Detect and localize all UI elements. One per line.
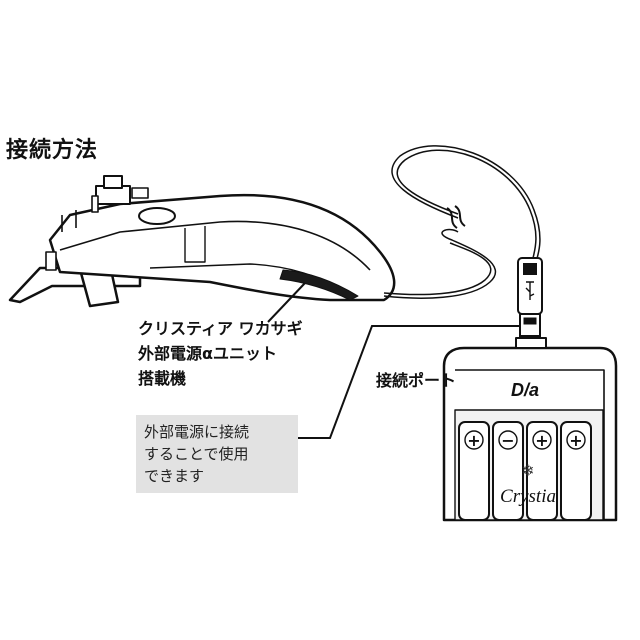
battery-cell-1 (458, 421, 490, 521)
snowflake-icon: ❄ (521, 461, 534, 480)
battery-cell-3 (526, 421, 558, 521)
reel-label: クリスティア ワカサギ 外部電源αユニット 搭載機 (138, 316, 303, 391)
cell-symbol-2: − (501, 431, 514, 450)
cell-symbol-1: + (467, 431, 480, 450)
battery-cell-4 (560, 421, 592, 521)
callout-line: 外部電源に接続 (144, 423, 250, 441)
reel-label-line: 外部電源αユニット (138, 344, 277, 363)
port-label: 接続ポート (376, 371, 457, 390)
reel-label-line: 搭載機 (138, 369, 187, 388)
callout-line: できます (144, 467, 205, 485)
reel-label-line: クリスティア ワカサギ (138, 319, 303, 338)
callout-line: することで使用 (144, 445, 249, 463)
battery-box: + − + + ❄ Crystia D/a (442, 337, 618, 522)
cell-symbol-3: + (535, 431, 548, 450)
daiwa-logo: D/a (511, 380, 539, 400)
battery-cell-2 (492, 421, 524, 521)
reel-body (45, 175, 396, 302)
page-title: 接続方法 (6, 138, 99, 163)
usb-cable (383, 145, 541, 299)
svg-text:D/a: D/a (511, 380, 539, 400)
callout-box: 外部電源に接続 することで使用 できます (136, 415, 298, 493)
product-text: Crystia (500, 486, 556, 507)
cell-symbol-4: + (569, 431, 582, 450)
usb-plug (517, 257, 543, 337)
